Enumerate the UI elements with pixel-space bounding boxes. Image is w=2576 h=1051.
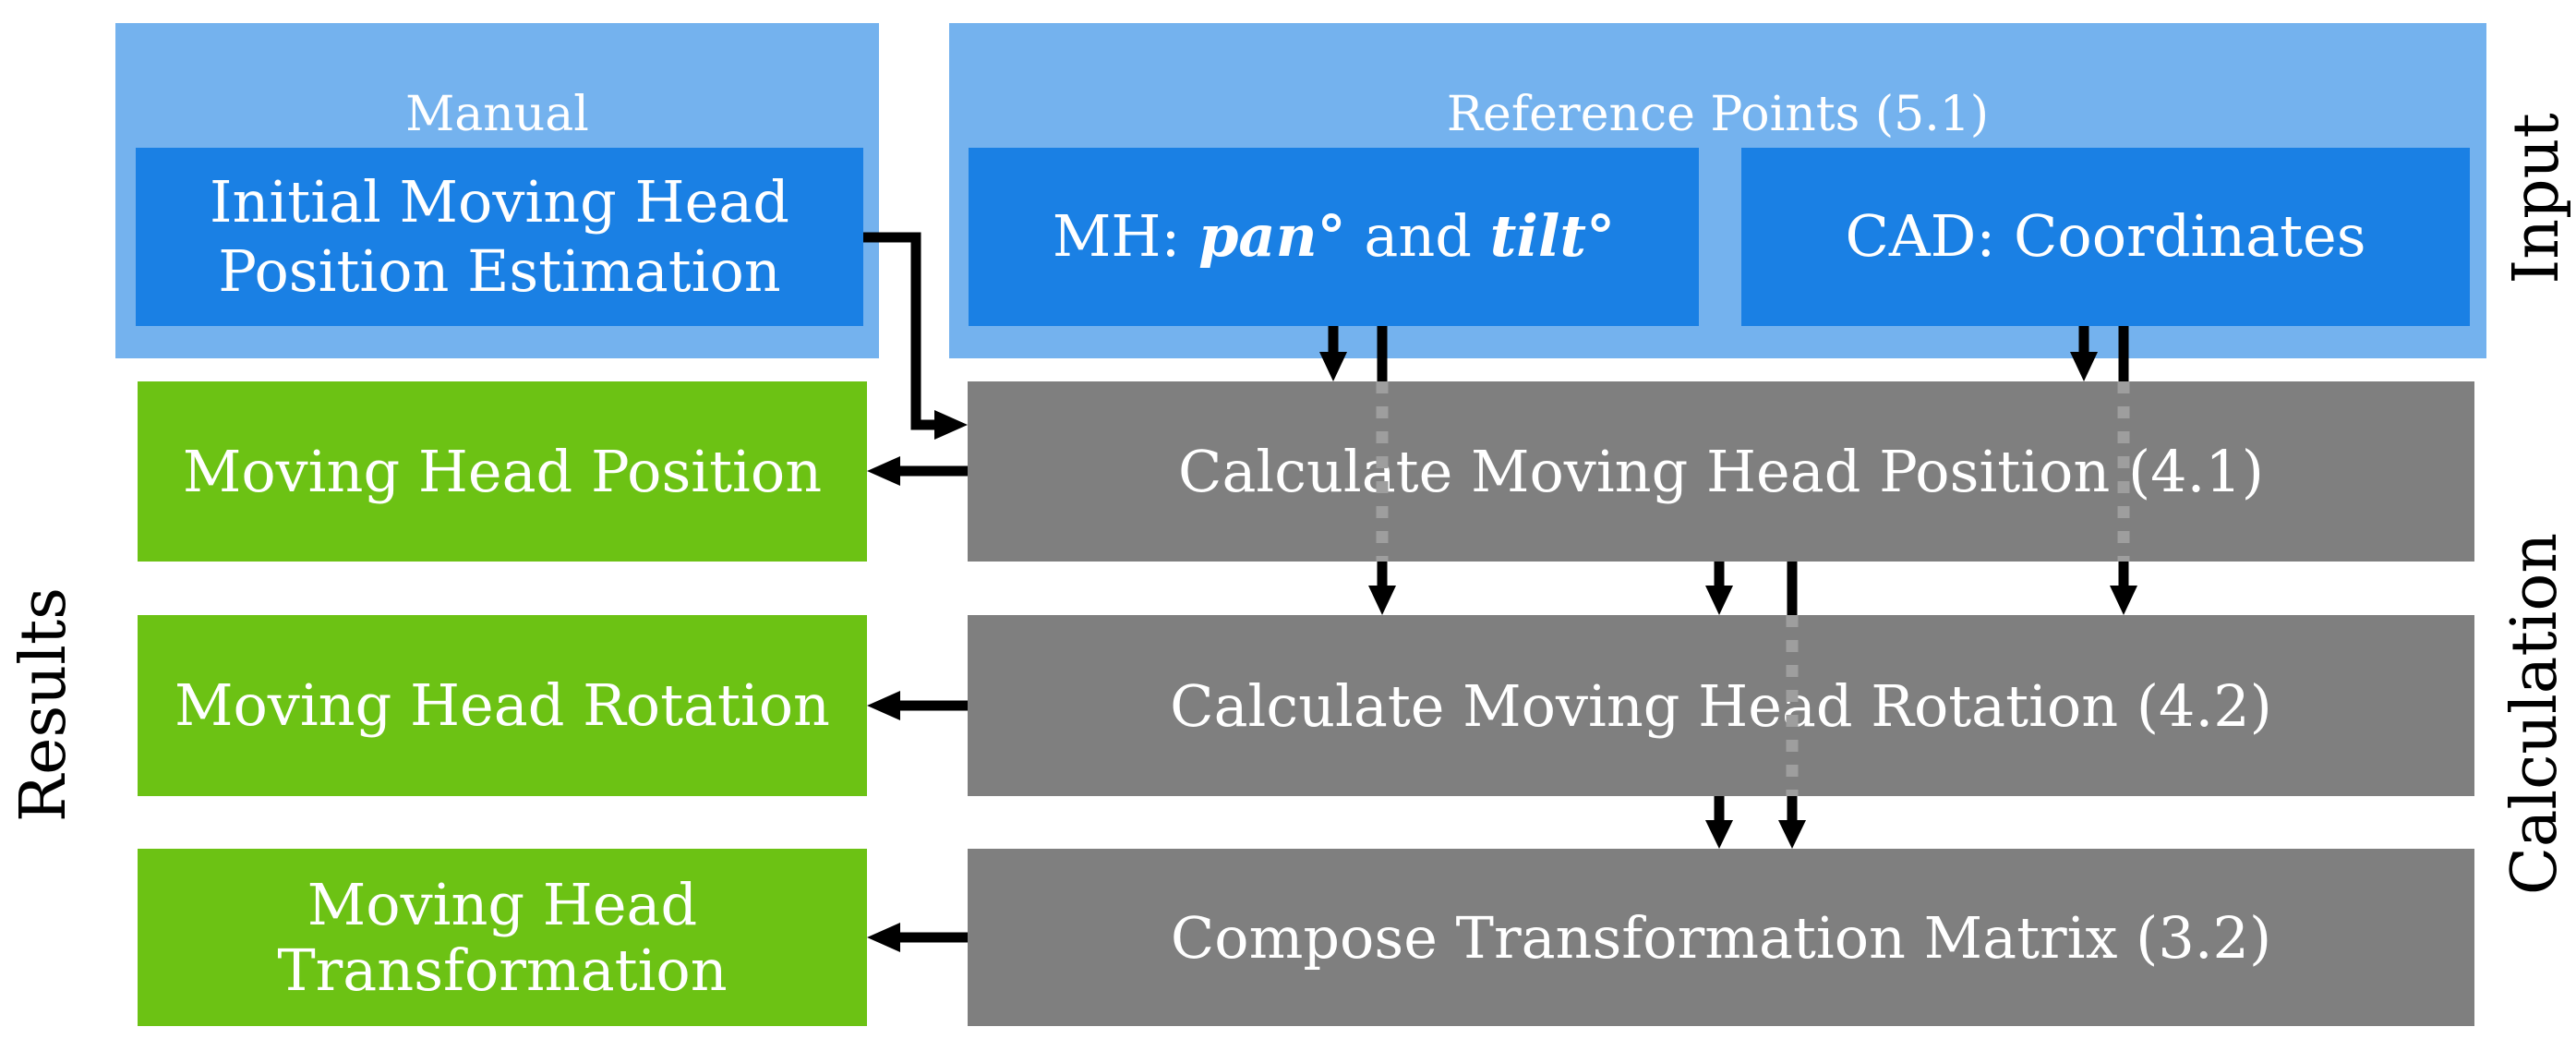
calc-rotation-box: Calculate Moving Head Rotation (4.2) bbox=[968, 615, 2474, 796]
mh-label-tilt: tilt° bbox=[1489, 202, 1616, 271]
calc-position-box: Calculate Moving Head Position (4.1) bbox=[968, 381, 2474, 562]
calculation-side-label: Calculation bbox=[2498, 483, 2571, 945]
results-side-label-text: Results bbox=[6, 586, 80, 823]
manual-title-text: Manual bbox=[405, 87, 589, 142]
reference-points-group-title: Reference Points (5.1) bbox=[949, 23, 2486, 148]
calculation-side-label-text: Calculation bbox=[2498, 532, 2571, 896]
results-side-label: Results bbox=[6, 520, 80, 889]
initial-position-estimation-box: Initial Moving Head Position Estimation bbox=[136, 148, 863, 326]
arrow-compose-to-result-transformation bbox=[867, 923, 968, 952]
initial-label-line2: Position Estimation bbox=[218, 236, 781, 305]
result-transformation-box: Moving Head Transformation bbox=[138, 849, 867, 1026]
result-rotation-label: Moving Head Rotation bbox=[174, 671, 830, 740]
mh-label-pan: pan° bbox=[1198, 202, 1346, 271]
compose-matrix-label: Compose Transformation Matrix (3.2) bbox=[1170, 903, 2272, 972]
result-position-label: Moving Head Position bbox=[182, 437, 823, 505]
compose-matrix-box: Compose Transformation Matrix (3.2) bbox=[968, 849, 2474, 1026]
mh-label-and: and bbox=[1345, 202, 1490, 271]
result-position-box: Moving Head Position bbox=[138, 381, 867, 562]
mh-label-prefix: MH: bbox=[1052, 202, 1199, 271]
cad-coordinates-box: CAD: Coordinates bbox=[1741, 148, 2470, 326]
cad-coordinates-label: CAD: Coordinates bbox=[1845, 202, 2366, 271]
initial-position-estimation-label: Initial Moving Head Position Estimation bbox=[210, 168, 789, 306]
manual-group-title: Manual bbox=[115, 23, 879, 148]
result-rotation-box: Moving Head Rotation bbox=[138, 615, 867, 796]
arrow-calc-position-to-result-position bbox=[867, 456, 968, 486]
reference-points-title-text: Reference Points (5.1) bbox=[1446, 87, 1990, 142]
arrow-calc-rotation-to-compose bbox=[1705, 796, 1733, 849]
arrow-calc-position-to-calc-rotation bbox=[1705, 562, 1733, 615]
initial-label-line1: Initial Moving Head bbox=[210, 168, 789, 236]
arrow-calc-rotation-to-result-rotation bbox=[867, 691, 968, 720]
input-side-label-text: Input bbox=[2499, 113, 2573, 284]
calc-position-label: Calculate Moving Head Position (4.1) bbox=[1178, 438, 2264, 505]
result-transformation-label-line1: Moving Head bbox=[307, 870, 698, 938]
mh-pan-tilt-box: MH: pan° and tilt° bbox=[969, 148, 1699, 326]
calc-rotation-label: Calculate Moving Head Rotation (4.2) bbox=[1170, 671, 2272, 740]
input-side-label: Input bbox=[2499, 14, 2573, 383]
mh-pan-tilt-label: MH: pan° and tilt° bbox=[1053, 202, 1615, 271]
result-transformation-label-line2: Transformation bbox=[277, 936, 728, 1004]
